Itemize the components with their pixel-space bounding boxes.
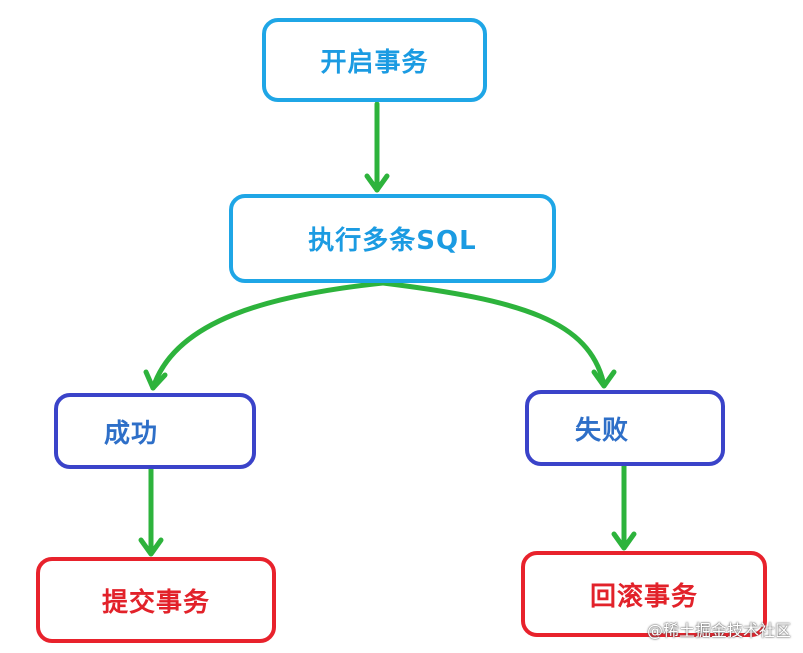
watermark: @稀土掘金技术社区 [646,621,791,640]
node-rollback-transaction: 回滚事务 [521,551,767,637]
node-rollback-label: 回滚事务 [589,581,698,612]
node-success: 成功 [54,393,256,469]
node-start-label: 开启事务 [320,47,429,78]
arrow-exec-to-success [150,280,386,391]
node-failure-label: 失败 [575,415,630,446]
arrowhead-success-to-commit [138,537,164,557]
arrowhead-start-to-exec [364,173,390,193]
node-failure: 失败 [525,390,725,466]
arrowhead-exec-to-success [143,369,168,391]
node-commit-label: 提交事务 [101,587,210,618]
arrowhead-exec-to-failure [591,369,617,389]
node-exec-label: 执行多条SQL [308,226,477,256]
node-commit-transaction: 提交事务 [36,557,276,643]
arrow-exec-to-failure [380,280,607,388]
node-start-transaction: 开启事务 [262,18,487,102]
node-execute-sql: 执行多条SQL [229,194,556,283]
node-success-label: 成功 [104,418,159,449]
arrowhead-failure-to-rollback [611,531,637,551]
